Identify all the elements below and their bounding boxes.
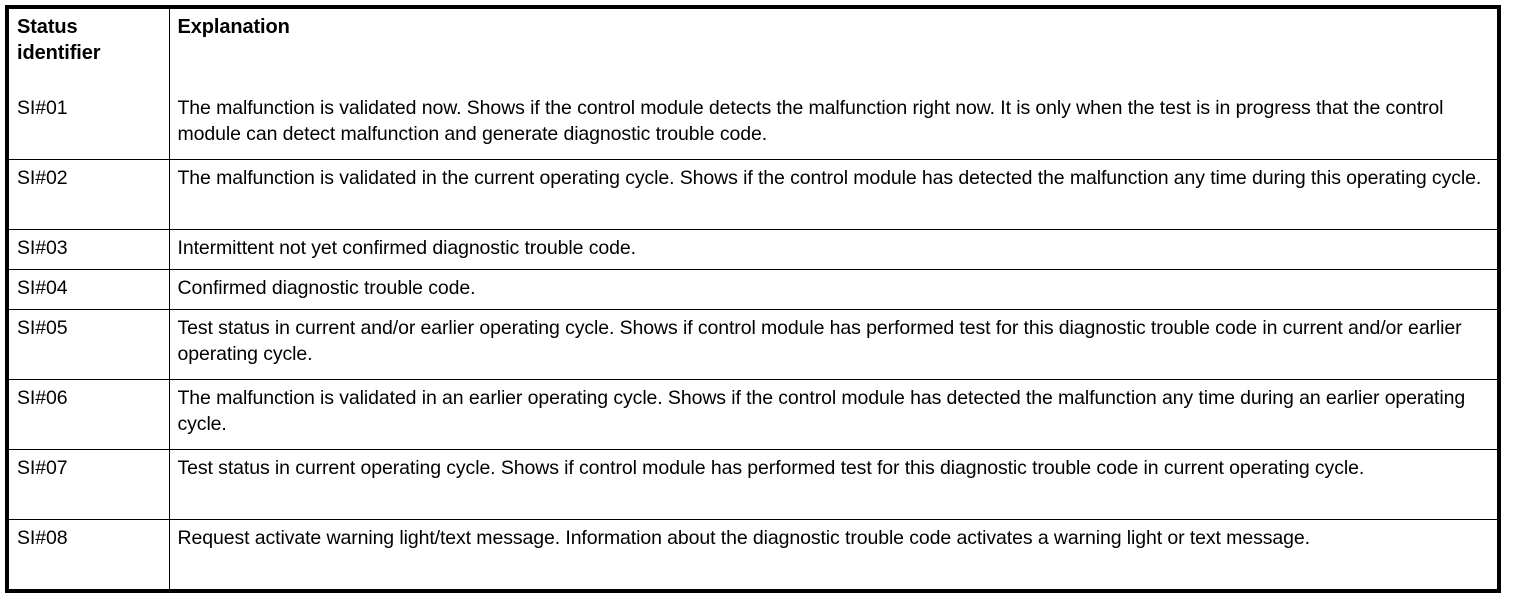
table-header-row: Status identifier Explanation <box>9 9 1497 90</box>
cell-explanation: Request activate warning light/text mess… <box>168 519 1497 589</box>
table-row: SI#06 The malfunction is validated in an… <box>9 379 1497 450</box>
cell-status-identifier: SI#01 <box>9 90 170 160</box>
cell-status-identifier: SI#08 <box>9 519 170 589</box>
status-identifier-table: Status identifier Explanation SI#01 The … <box>9 9 1497 589</box>
cell-status-identifier: SI#06 <box>9 379 170 450</box>
cell-explanation: The malfunction is validated in the curr… <box>168 159 1497 230</box>
cell-status-identifier: SI#02 <box>9 159 170 230</box>
column-header-status-identifier-line1: Status <box>17 16 78 38</box>
table-body: SI#01 The malfunction is validated now. … <box>9 90 1497 589</box>
cell-explanation: The malfunction is validated in an earli… <box>168 379 1497 450</box>
cell-explanation: Test status in current operating cycle. … <box>168 449 1497 520</box>
cell-explanation: The malfunction is validated now. Shows … <box>168 90 1497 160</box>
cell-explanation: Test status in current and/or earlier op… <box>168 309 1497 380</box>
cell-explanation: Confirmed diagnostic trouble code. <box>168 269 1497 310</box>
table-row: SI#04 Confirmed diagnostic trouble code. <box>9 269 1497 310</box>
cell-status-identifier: SI#05 <box>9 309 170 380</box>
table-row: SI#02 The malfunction is validated in th… <box>9 159 1497 230</box>
table-row: SI#07 Test status in current operating c… <box>9 449 1497 520</box>
table-row: SI#08 Request activate warning light/tex… <box>9 519 1497 589</box>
cell-status-identifier: SI#03 <box>9 229 170 270</box>
cell-explanation: Intermittent not yet confirmed diagnosti… <box>168 229 1497 270</box>
cell-status-identifier: SI#07 <box>9 449 170 520</box>
cell-status-identifier: SI#04 <box>9 269 170 310</box>
column-header-status-identifier-line2: identifier <box>17 41 101 64</box>
status-identifier-table-container: Status identifier Explanation SI#01 The … <box>5 5 1501 593</box>
table-row: SI#01 The malfunction is validated now. … <box>9 90 1497 160</box>
column-header-status-identifier: Status identifier <box>9 9 170 90</box>
table-row: SI#05 Test status in current and/or earl… <box>9 309 1497 380</box>
table-row: SI#03 Intermittent not yet confirmed dia… <box>9 229 1497 270</box>
table-header: Status identifier Explanation <box>9 9 1497 90</box>
column-header-explanation: Explanation <box>168 9 1497 90</box>
